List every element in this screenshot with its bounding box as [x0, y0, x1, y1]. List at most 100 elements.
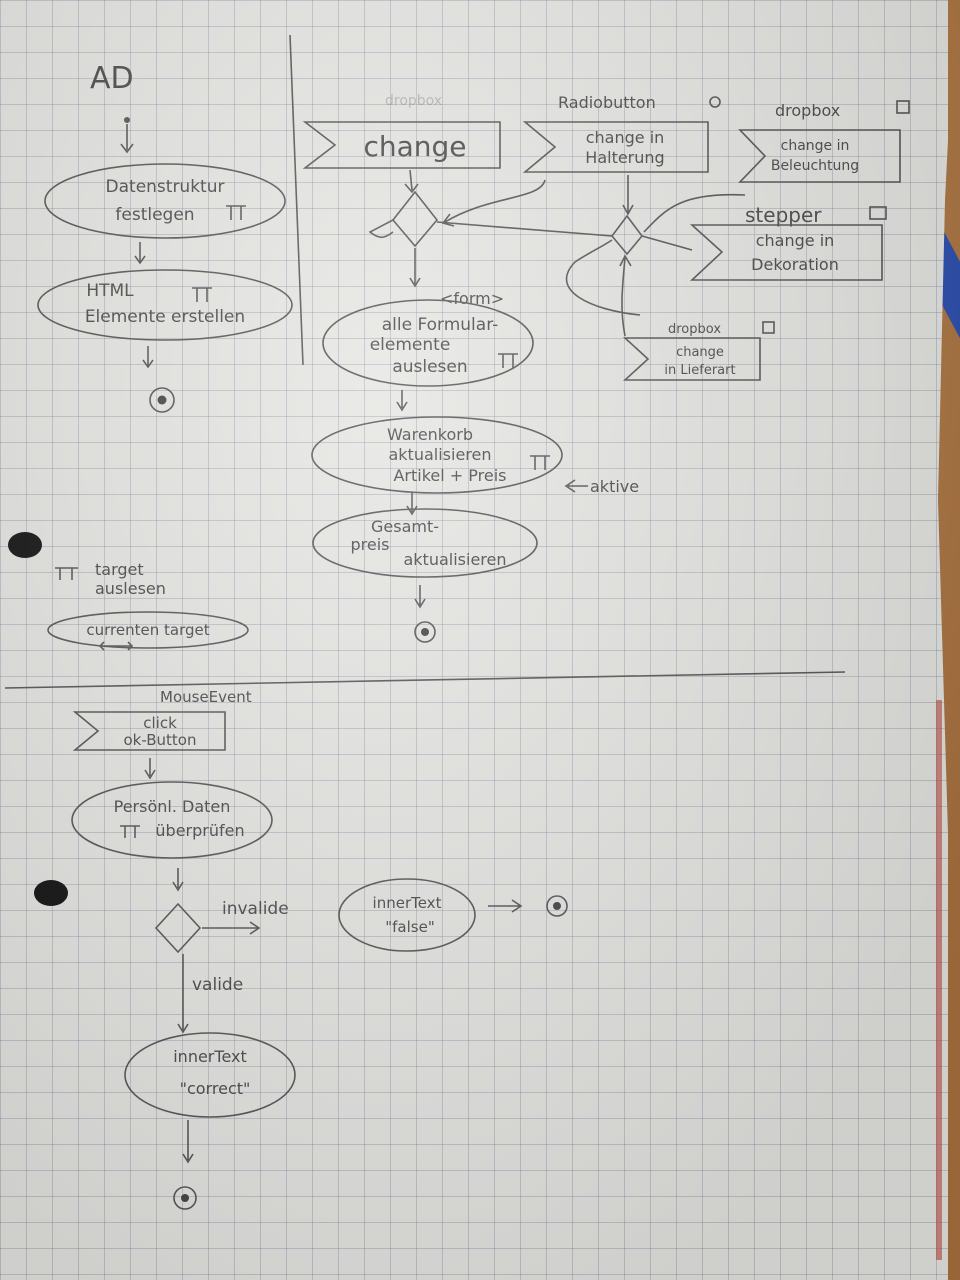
event-lieferart-line1: change — [676, 345, 724, 360]
event-dekoration-line2: Dekoration — [751, 255, 839, 274]
end-node — [173, 1186, 197, 1210]
arrow-head — [120, 143, 134, 154]
aktive-arrow — [564, 479, 588, 493]
vertical-divider-line — [289, 34, 304, 366]
action-warenkorb-line3: Artikel + Preis — [393, 466, 506, 485]
flow-connector — [641, 235, 693, 251]
end-node-dot — [157, 395, 167, 405]
flow-arrow-valid — [177, 954, 189, 1034]
rake-icon — [498, 353, 518, 368]
currenttarget-note — [47, 611, 249, 649]
flow-arrow — [409, 248, 421, 288]
flow-connector — [368, 219, 394, 239]
rake-icon — [530, 455, 550, 470]
event-change-label: change — [363, 130, 466, 163]
flow-arrow — [396, 390, 408, 412]
action-formular-line3: auslesen — [392, 357, 467, 377]
target-line2: auslesen — [95, 579, 166, 598]
rake-icon — [226, 205, 246, 220]
double-arrow-icon — [98, 641, 134, 651]
flow-connector — [643, 193, 746, 233]
flow-arrow — [619, 254, 632, 337]
decision-node — [154, 902, 202, 954]
action-gesamtpreis — [312, 508, 538, 578]
action-formular-line1: alle Formular- — [382, 315, 499, 335]
action-daten-pruefen — [71, 781, 273, 859]
dropdown-icon — [762, 321, 775, 334]
radiobutton-label: Radiobutton — [558, 93, 656, 112]
event-halterung-line2: Halterung — [585, 148, 664, 167]
flow-arrow — [172, 868, 184, 892]
flow-arrow — [406, 492, 418, 516]
target-line1: target — [95, 560, 144, 579]
radio-icon — [709, 96, 721, 108]
event-beleuchtung — [738, 129, 901, 183]
flow-arrow — [441, 179, 546, 227]
end-node-dot — [553, 902, 561, 910]
event-beleuchtung-line1: change in — [781, 138, 850, 154]
merge-node-left — [391, 190, 439, 248]
faint-dropbox-label: dropbox — [385, 93, 442, 109]
action-html-line1: HTML — [86, 281, 134, 301]
correct-line2: "correct" — [180, 1079, 251, 1098]
event-dekoration-line1: change in — [756, 231, 835, 250]
mouseevent-label: MouseEvent — [160, 688, 252, 706]
rake-icon — [192, 287, 212, 302]
flow-arrow — [182, 1120, 194, 1164]
rake-icon — [55, 567, 78, 580]
event-lieferart-line2: in Lieferart — [664, 363, 735, 378]
valid-label: valide — [192, 975, 243, 995]
flow-arrow — [414, 585, 426, 609]
stepper-label: stepper — [745, 203, 822, 227]
action-innertext-false — [338, 878, 476, 952]
event-click-line1: click — [143, 714, 177, 732]
action-datenstruktur — [44, 163, 286, 239]
diagram-title: AD — [90, 61, 134, 96]
dropbox-label-1: dropbox — [775, 101, 840, 120]
action-gesamtpreis-line2: preis — [350, 535, 389, 554]
currenttarget-label: currenten target — [86, 621, 209, 639]
event-dekoration — [689, 224, 883, 281]
end-node — [546, 895, 568, 917]
action-innertext-correct — [124, 1032, 296, 1118]
flow-arrow — [622, 175, 634, 216]
event-change — [302, 121, 501, 169]
false-line1: innerText — [373, 894, 442, 912]
action-gesamtpreis-line1: Gesamt- — [371, 517, 439, 536]
correct-line1: innerText — [173, 1047, 247, 1066]
paper-red-edge — [936, 700, 942, 1260]
action-datenstruktur-line2: festlegen — [115, 205, 194, 225]
end-node-dot — [421, 628, 429, 636]
flow-arrow — [488, 899, 523, 913]
punch-hole-lower — [34, 880, 68, 906]
false-line2: "false" — [385, 918, 434, 936]
event-halterung-line1: change in — [586, 128, 665, 147]
action-warenkorb — [311, 416, 563, 494]
flow-connector — [565, 239, 641, 316]
flow-connector — [436, 221, 613, 237]
rake-icon — [120, 825, 140, 838]
action-html-elemente — [37, 269, 293, 341]
action-warenkorb-line1: Warenkorb — [387, 425, 473, 444]
flow-arrow — [142, 346, 154, 369]
action-pruefen-line2: überprüfen — [155, 821, 244, 840]
aktive-label: aktive — [590, 477, 639, 496]
horizontal-divider-line — [4, 671, 846, 689]
action-formular-auslesen — [322, 299, 534, 387]
dropdown-icon — [896, 100, 910, 114]
end-node — [414, 621, 436, 643]
stepper-icon — [869, 206, 887, 220]
flow-arrow-invalid — [202, 921, 261, 935]
start-node — [124, 117, 130, 123]
flow-arrow — [134, 242, 146, 265]
event-halterung — [522, 121, 709, 173]
end-node — [149, 387, 175, 413]
end-node-dot — [181, 1194, 189, 1202]
action-warenkorb-line2: aktualisieren — [388, 445, 491, 464]
action-html-line2: Elemente erstellen — [85, 307, 245, 327]
flow-arrow — [404, 169, 419, 194]
event-click-line2: ok-Button — [124, 731, 197, 749]
action-datenstruktur-line1: Datenstruktur — [106, 177, 225, 197]
